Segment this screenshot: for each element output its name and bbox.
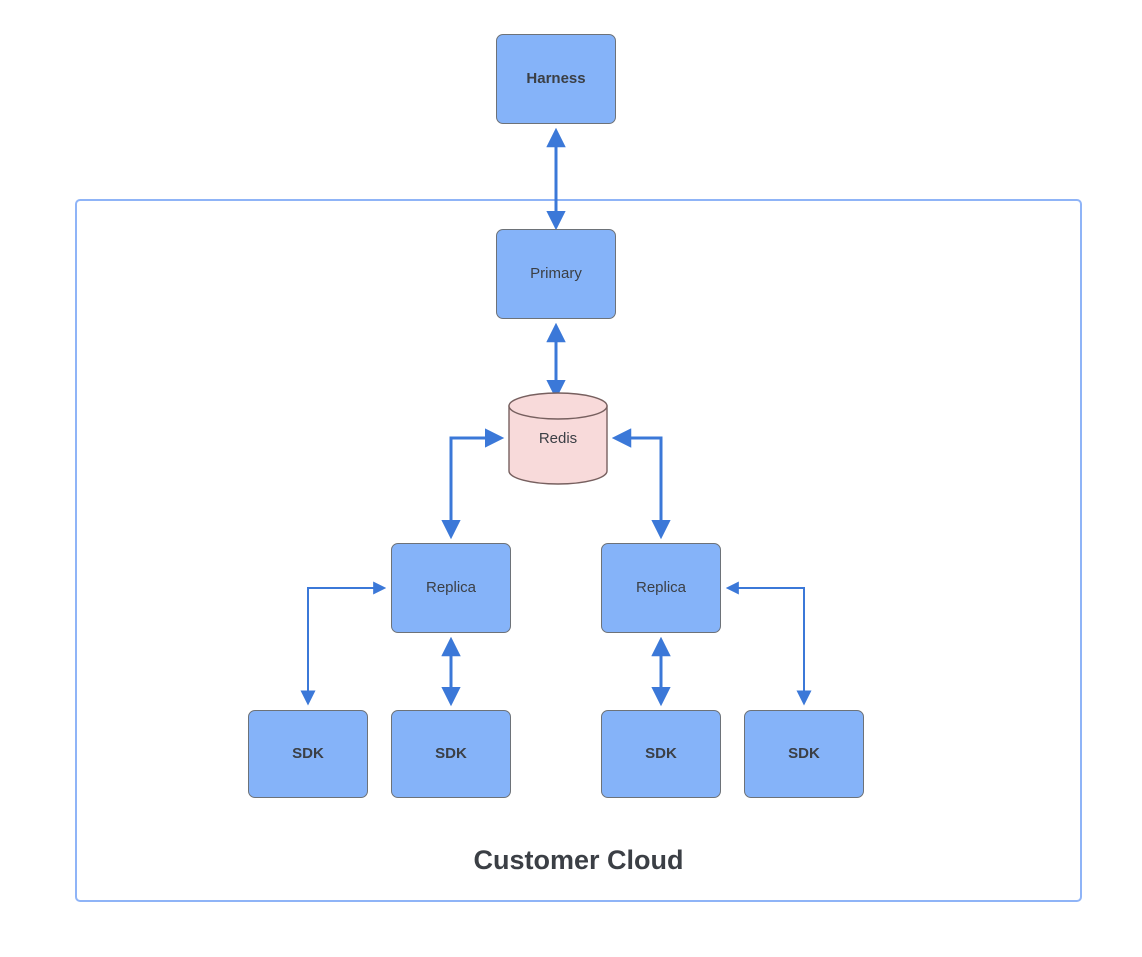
node-primary[interactable]: Primary [496, 229, 616, 319]
node-replica-right-label: Replica [635, 579, 687, 596]
node-replica-left[interactable]: Replica [391, 543, 511, 633]
node-sdk-4[interactable]: SDK [744, 710, 864, 798]
node-replica-right[interactable]: Replica [601, 543, 721, 633]
node-primary-label: Primary [530, 265, 582, 282]
node-sdk-2-label: SDK [435, 745, 467, 762]
node-sdk-1-label: SDK [292, 745, 324, 762]
customer-cloud-boundary [75, 199, 1082, 902]
cylinder-icon [508, 392, 608, 485]
node-harness-label: Harness [526, 70, 586, 87]
node-harness[interactable]: Harness [496, 34, 616, 124]
node-sdk-3-label: SDK [645, 745, 677, 762]
node-redis-database[interactable]: Redis [508, 392, 608, 485]
customer-cloud-label: Customer Cloud [473, 845, 684, 875]
node-sdk-3[interactable]: SDK [601, 710, 721, 798]
node-sdk-2[interactable]: SDK [391, 710, 511, 798]
node-replica-left-label: Replica [425, 579, 477, 596]
node-redis-label: Redis [538, 430, 578, 447]
node-sdk-1[interactable]: SDK [248, 710, 368, 798]
node-sdk-4-label: SDK [788, 745, 820, 762]
